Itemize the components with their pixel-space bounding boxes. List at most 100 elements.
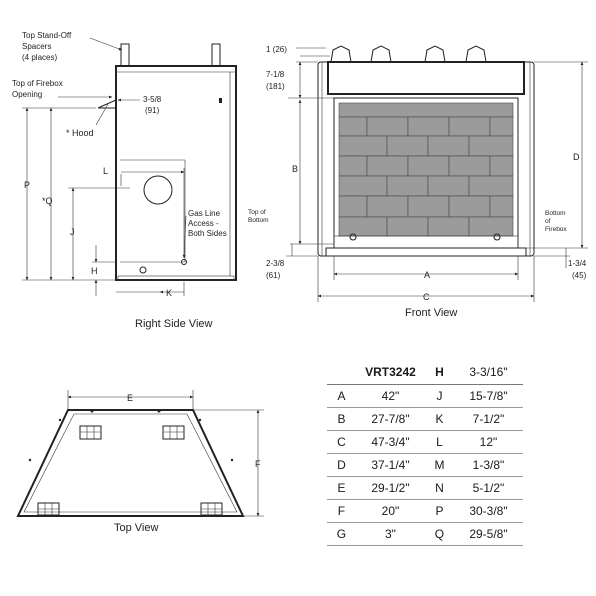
top-grille-upper-left xyxy=(79,425,102,440)
dim-value: 29-5/8" xyxy=(453,522,523,546)
right-side-view: Top Stand-Off Spacers (4 places) Top of … xyxy=(12,31,237,330)
standoff-label-line-3: (4 places) xyxy=(22,53,57,62)
table-row: A 42" J 15-7/8" xyxy=(327,384,523,408)
top-grille-upper-right xyxy=(162,425,185,440)
dim-value: 42" xyxy=(355,384,425,408)
dim-J-label: J xyxy=(70,227,75,237)
dim-P-label: P xyxy=(24,180,30,190)
dim-value: 37-1/4" xyxy=(355,453,425,477)
dim-letter: Q xyxy=(424,522,454,546)
model-heading: VRT3242 xyxy=(355,360,425,385)
dim-letter: D xyxy=(327,453,356,477)
table-row: F 20" P 30-3/8" xyxy=(327,499,523,523)
gas-line-label-line-1: Gas Line xyxy=(188,209,221,218)
hood-label: * Hood xyxy=(66,128,94,138)
table-row: G 3" Q 29-5/8" xyxy=(327,522,523,546)
dim-value: 1-3/8" xyxy=(453,453,523,477)
dim-value: 27-7/8" xyxy=(355,407,425,431)
standoff-spacer-right xyxy=(211,43,221,67)
gas-line-label-line-2: Access - xyxy=(188,219,219,228)
dim-1-3-4-label: 1-3/4 xyxy=(568,259,587,268)
table-row: D 37-1/4" M 1-3/8" xyxy=(327,453,523,477)
dim-A-label: A xyxy=(424,270,430,280)
dim-7-1-8-mm-label: (181) xyxy=(266,82,285,91)
front-view-caption: Front View xyxy=(405,307,457,319)
dim-letter: N xyxy=(424,476,454,500)
front-base xyxy=(325,247,527,257)
front-standoff-2 xyxy=(370,45,392,63)
top-of-bottom-label-line-2: Bottom xyxy=(248,217,269,224)
dim-K-label: K xyxy=(166,288,172,298)
dim-letter: B xyxy=(327,407,356,431)
table-row: B 27-7/8" K 7-1/2" xyxy=(327,407,523,431)
dim-value: 5-1/2" xyxy=(453,476,523,500)
top-grille-lower-left xyxy=(37,502,60,516)
dim-letter: P xyxy=(424,499,454,523)
dim-letter: J xyxy=(424,384,454,408)
bottom-of-firebox-label-line-1: Bottom xyxy=(545,210,566,217)
dim-value: 15-7/8" xyxy=(453,384,523,408)
hood-outline xyxy=(97,99,117,109)
top-view-caption: Top View xyxy=(114,522,158,534)
dim-2-3-8-label: 2-3/8 xyxy=(266,259,285,268)
gas-line-hole xyxy=(181,259,187,265)
dimension-table: VRT3242 H 3-3/16" A 42" J 15-7/8" B 27-7… xyxy=(327,360,523,546)
dim-letter: F xyxy=(327,499,356,523)
gas-line-label-line-3: Both Sides xyxy=(188,229,227,238)
top-view: E F Top View xyxy=(16,390,264,534)
table-row: E 29-1/2" N 5-1/2" xyxy=(327,476,523,500)
dim-D-label: D xyxy=(573,152,580,162)
dim-1-label: 1 (26) xyxy=(266,45,287,54)
table-header-row: VRT3242 H 3-3/16" xyxy=(327,360,523,385)
firebox-top-label-line-1: Top of Firebox xyxy=(12,79,63,88)
side-body-outline xyxy=(115,65,237,281)
top-of-bottom-label-line-1: Top of xyxy=(248,209,266,216)
bottom-of-firebox-label-line-3: Firebox xyxy=(545,226,567,233)
header-value: 3-3/16" xyxy=(453,360,523,385)
top-view-outline xyxy=(16,409,245,517)
dim-letter: E xyxy=(327,476,356,500)
side-view-caption: Right Side View xyxy=(135,318,213,330)
firebox-top-label-line-2: Opening xyxy=(12,90,42,99)
bottom-of-firebox-label-line-2: of xyxy=(545,218,551,225)
dim-value: 20" xyxy=(355,499,425,523)
dim-value: 29-1/2" xyxy=(355,476,425,500)
dim-letter: K xyxy=(424,407,454,431)
dim-letter: M xyxy=(424,453,454,477)
dim-C-label: C xyxy=(423,292,430,302)
dim-2-3-8-mm-label: (61) xyxy=(266,271,281,280)
dim-letter: A xyxy=(327,384,356,408)
standoff-label-line-1: Top Stand-Off xyxy=(22,31,72,40)
dim-value: 3" xyxy=(355,522,425,546)
top-grille-lower-right xyxy=(200,502,223,516)
dim-1-3-4-mm-label: (45) xyxy=(572,271,587,280)
front-standoff-1 xyxy=(330,45,352,63)
table-row: C 47-3/4" L 12" xyxy=(327,430,523,454)
dim-3-5-8-label: 3-5/8 xyxy=(143,95,162,104)
front-standoff-4 xyxy=(465,45,487,63)
dim-B-label: B xyxy=(292,164,298,174)
dim-E-label: E xyxy=(127,393,133,403)
dim-letter: C xyxy=(327,430,356,454)
dim-value: 30-3/8" xyxy=(453,499,523,523)
dim-letter: L xyxy=(424,430,454,454)
dim-letter: G xyxy=(327,522,356,546)
dim-value: 47-3/4" xyxy=(355,430,425,454)
dim-7-1-8-label: 7-1/8 xyxy=(266,70,285,79)
front-top-plate xyxy=(327,61,525,95)
dim-F-label: F xyxy=(255,459,261,469)
dim-3-5-8-mm-label: (91) xyxy=(145,106,160,115)
standoff-label-line-2: Spacers xyxy=(22,42,51,51)
dim-value: 12" xyxy=(453,430,523,454)
dim-L-label: L xyxy=(103,166,108,176)
front-standoff-3 xyxy=(424,45,446,63)
dim-value: 7-1/2" xyxy=(453,407,523,431)
dim-Q-label: *Q xyxy=(42,196,53,206)
dim-H-label: H xyxy=(91,266,98,276)
vent-collar xyxy=(143,175,173,205)
firebox-brick-panel xyxy=(338,102,514,237)
front-view: 1 (26) 7-1/8 (181) B Top of Bottom 2-3/8… xyxy=(248,45,588,319)
standoff-spacer-left xyxy=(120,43,130,67)
